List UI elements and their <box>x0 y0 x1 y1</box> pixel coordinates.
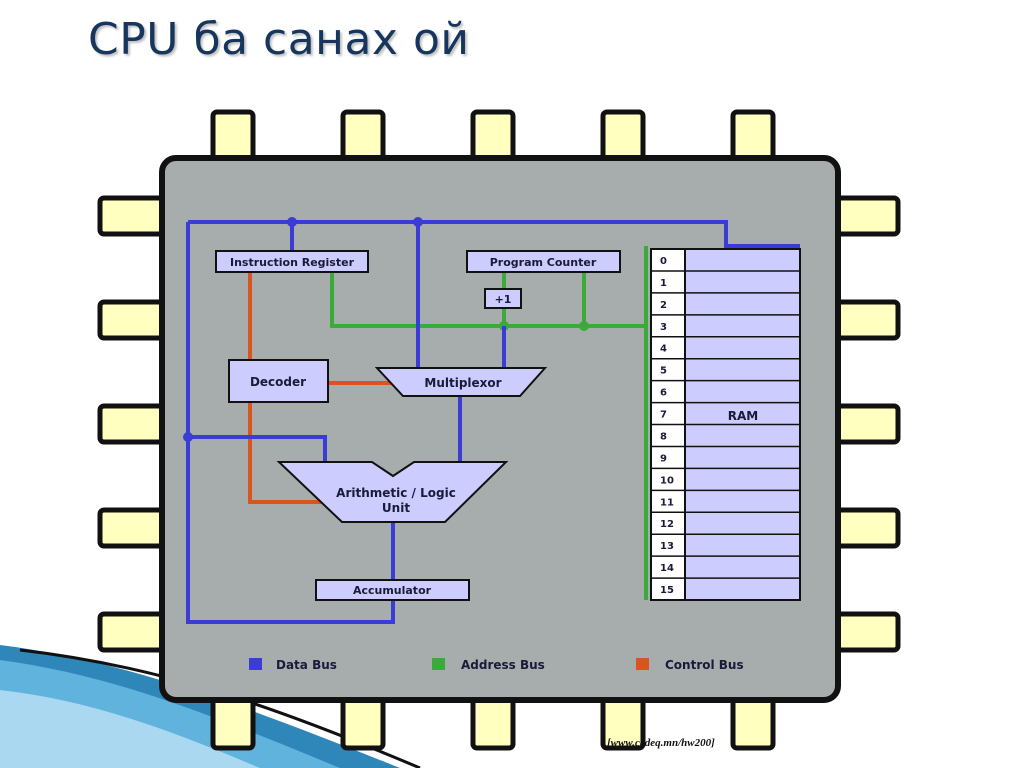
multiplexor-label: Multiplexor <box>424 376 501 390</box>
ram-address-label: 7 <box>660 410 667 421</box>
ram-address-label: 5 <box>660 366 667 377</box>
legend-item-address-bus: Address Bus <box>432 658 545 672</box>
ram-address-label: 4 <box>660 344 667 355</box>
legend-label: Control Bus <box>665 658 744 672</box>
decoder: Decoder <box>228 359 329 403</box>
ram-label: RAM <box>728 409 758 423</box>
accumulator: Accumulator <box>315 579 470 601</box>
alu-label-line1: Arithmetic / Logic <box>336 486 456 500</box>
ram-address-label: 15 <box>660 585 674 596</box>
instruction-register: Instruction Register <box>215 250 369 273</box>
bus-legend: Data Bus Address Bus Control Bus <box>249 658 744 672</box>
ram-address-label: 13 <box>660 541 674 552</box>
increment-unit: +1 <box>484 288 522 309</box>
legend-label: Address Bus <box>461 658 545 672</box>
ram-address-label: 11 <box>660 497 674 508</box>
program-counter-label: Program Counter <box>490 256 597 269</box>
data-bus-lines <box>183 217 800 624</box>
ram-address-label: 1 <box>660 278 667 289</box>
legend-label: Data Bus <box>276 658 337 672</box>
multiplexor: Multiplexor <box>374 367 548 397</box>
program-counter: Program Counter <box>466 250 621 273</box>
control-bus-swatch <box>636 658 649 670</box>
ram-address-label: 9 <box>660 453 667 464</box>
ram-address-label: 2 <box>660 300 667 311</box>
instruction-register-label: Instruction Register <box>230 256 355 269</box>
arithmetic-logic-unit: Arithmetic / Logic Unit <box>276 461 509 523</box>
slide-title: CPU ба санах ой <box>88 14 470 65</box>
address-bus-swatch <box>432 658 445 670</box>
legend-item-control-bus: Control Bus <box>636 658 744 672</box>
address-bus-lines <box>330 246 648 600</box>
legend-item-data-bus: Data Bus <box>249 658 337 672</box>
source-caption: [www.cedeq.mn/hw200] <box>607 737 715 749</box>
data-bus-swatch <box>249 658 262 670</box>
alu-label-line2: Unit <box>382 501 410 515</box>
ram-address-label: 6 <box>660 388 667 399</box>
ram-address-label: 14 <box>660 563 674 574</box>
ram-address-label: 0 <box>660 256 667 267</box>
ram-address-label: 3 <box>660 322 667 333</box>
increment-label: +1 <box>495 293 512 306</box>
ram-address-label: 12 <box>660 519 674 530</box>
decoder-label: Decoder <box>250 375 306 389</box>
ram-address-label: 10 <box>660 475 674 486</box>
accumulator-label: Accumulator <box>353 584 432 597</box>
ram-address-label: 8 <box>660 431 667 442</box>
